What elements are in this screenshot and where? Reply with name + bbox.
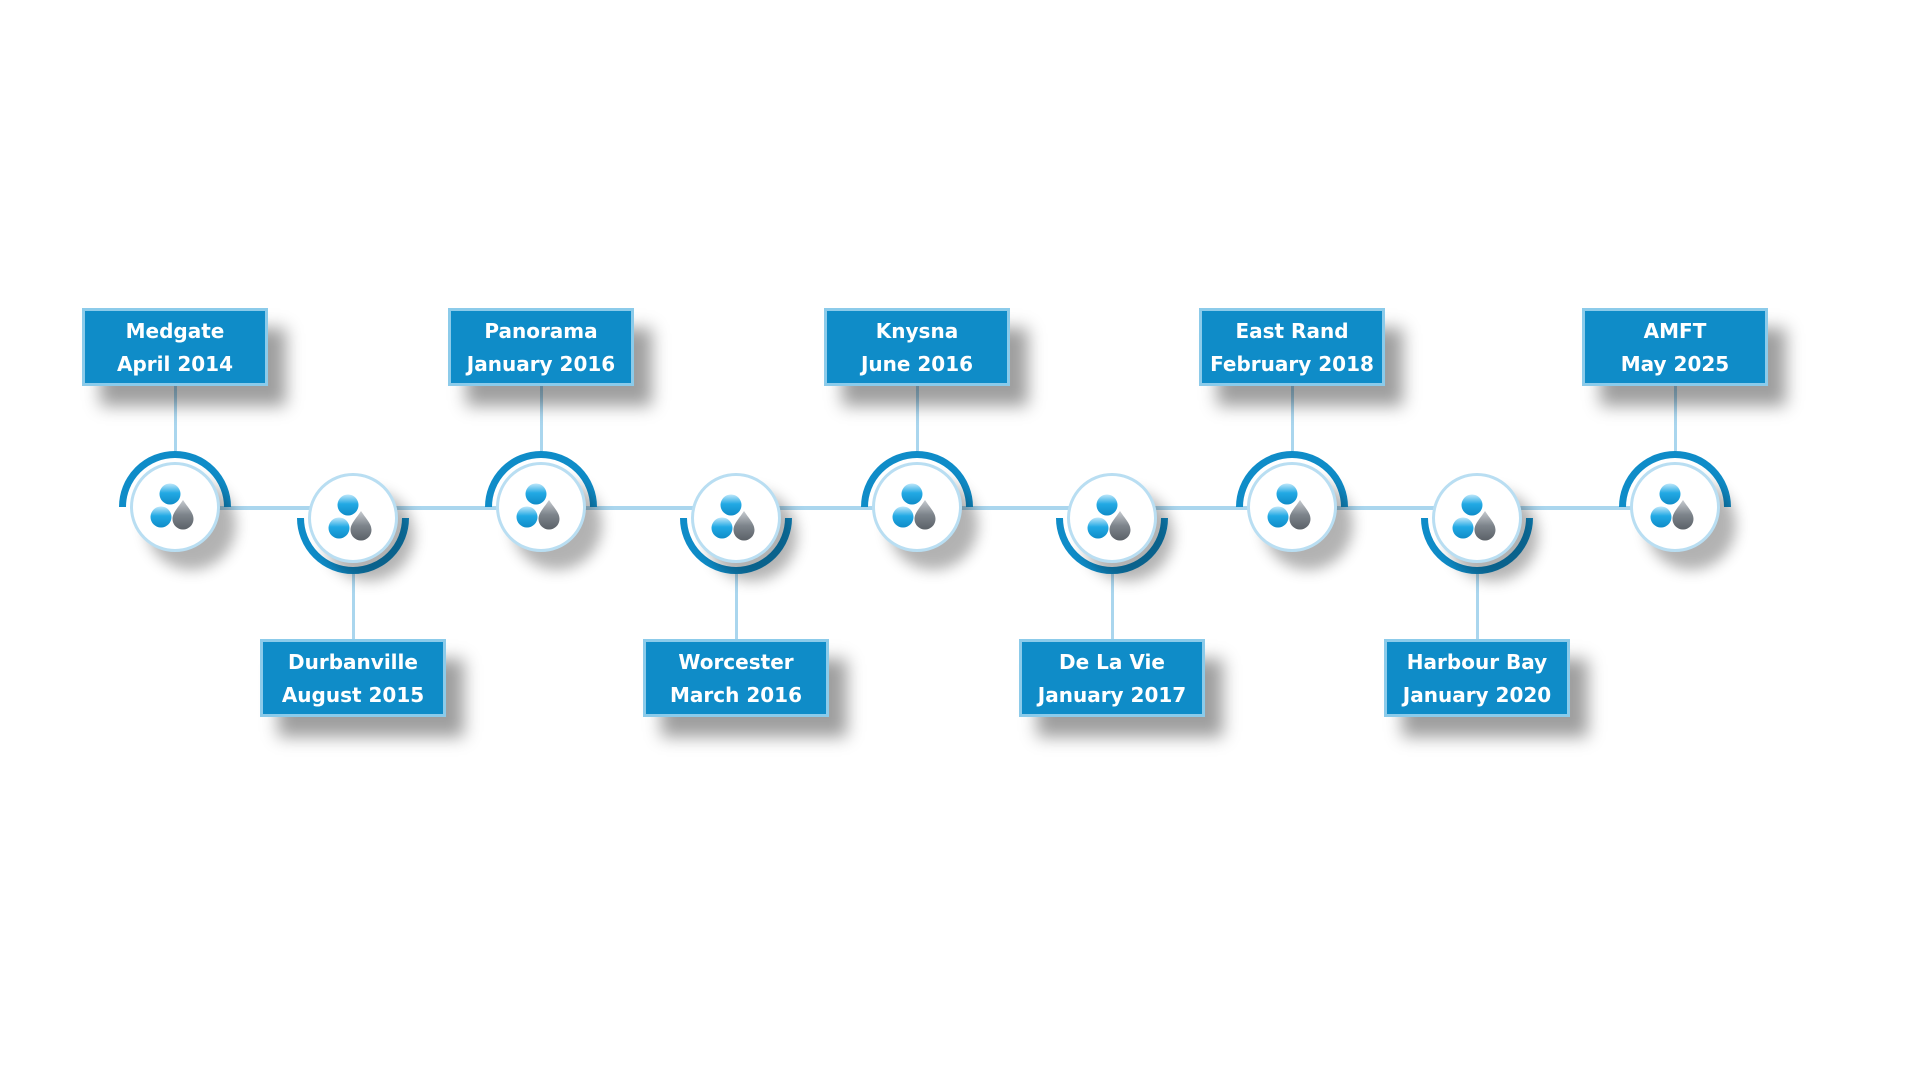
droplets-logo-icon: [516, 483, 560, 530]
milestone-connector: [915, 386, 919, 451]
milestone-name: Worcester: [678, 650, 794, 674]
milestone-date: August 2015: [281, 683, 425, 707]
milestone-date: January 2016: [466, 352, 616, 376]
logo-left-drop: [328, 517, 350, 539]
milestone-disc: [308, 473, 398, 563]
milestone-label-box: Harbour Bay January 2020: [1384, 639, 1570, 717]
droplets-logo-icon: [711, 494, 755, 541]
droplets-logo-icon: [328, 494, 372, 541]
droplets-logo-icon: [150, 483, 194, 530]
milestone-name: AMFT: [1643, 319, 1707, 343]
milestone-date: March 2016: [670, 683, 802, 707]
milestone-label-box: Medgate April 2014: [82, 308, 268, 386]
milestone-disc: [1247, 462, 1337, 552]
logo-top-drop: [1276, 483, 1298, 505]
logo-top-drop: [337, 494, 359, 516]
milestone-disc: [691, 473, 781, 563]
logo-right-drop: [1109, 511, 1131, 541]
logo-top-drop: [525, 483, 547, 505]
milestone-disc: [1432, 473, 1522, 563]
milestone-connector: [351, 574, 355, 639]
milestone-connector: [173, 386, 177, 451]
milestone-name: Knysna: [875, 319, 959, 343]
droplets-logo-icon: [1452, 494, 1496, 541]
logo-left-drop: [1650, 506, 1672, 528]
logo-top-drop: [720, 494, 742, 516]
droplets-logo-icon: [1650, 483, 1694, 530]
milestone-date: June 2016: [860, 352, 974, 376]
milestone-connector: [539, 386, 543, 451]
milestone-name: East Rand: [1235, 319, 1349, 343]
logo-right-drop: [172, 500, 194, 530]
milestone-label-box: Knysna June 2016: [824, 308, 1010, 386]
milestone-date: May 2025: [1620, 352, 1730, 376]
milestone-date: February 2018: [1210, 352, 1374, 376]
logo-top-drop: [159, 483, 181, 505]
milestone-disc: [130, 462, 220, 552]
logo-right-drop: [538, 500, 560, 530]
logo-right-drop: [1474, 511, 1496, 541]
logo-left-drop: [150, 506, 172, 528]
milestone-connector: [734, 574, 738, 639]
milestone-name: Panorama: [484, 319, 598, 343]
milestone-disc: [1630, 462, 1720, 552]
milestone-date: January 2017: [1037, 683, 1187, 707]
milestone-name: De La Vie: [1059, 650, 1165, 674]
milestone-label-box: East Rand February 2018: [1199, 308, 1385, 386]
milestone-disc: [496, 462, 586, 552]
logo-right-drop: [914, 500, 936, 530]
milestone-disc: [1067, 473, 1157, 563]
logo-top-drop: [1659, 483, 1681, 505]
logo-right-drop: [1289, 500, 1311, 530]
milestone-name: Medgate: [125, 319, 225, 343]
logo-right-drop: [350, 511, 372, 541]
milestone-name: Harbour Bay: [1406, 650, 1548, 674]
droplets-logo-icon: [892, 483, 936, 530]
logo-right-drop: [733, 511, 755, 541]
milestone-label-box: De La Vie January 2017: [1019, 639, 1205, 717]
logo-left-drop: [516, 506, 538, 528]
logo-left-drop: [892, 506, 914, 528]
milestone-name: Durbanville: [288, 650, 418, 674]
logo-top-drop: [1461, 494, 1483, 516]
droplets-logo-icon: [1087, 494, 1131, 541]
logo-top-drop: [1096, 494, 1118, 516]
milestone-connector: [1673, 386, 1677, 451]
milestone-disc: [872, 462, 962, 552]
milestone-label-box: Worcester March 2016: [643, 639, 829, 717]
logo-left-drop: [1267, 506, 1289, 528]
milestone-connector: [1475, 574, 1479, 639]
logo-left-drop: [1087, 517, 1109, 539]
milestone-label-box: Durbanville August 2015: [260, 639, 446, 717]
milestone-connector: [1110, 574, 1114, 639]
logo-top-drop: [901, 483, 923, 505]
milestone-label-box: Panorama January 2016: [448, 308, 634, 386]
milestone-label-box: AMFT May 2025: [1582, 308, 1768, 386]
logo-right-drop: [1672, 500, 1694, 530]
milestone-date: April 2014: [117, 352, 233, 376]
logo-left-drop: [1452, 517, 1474, 539]
milestone-date: January 2020: [1402, 683, 1552, 707]
milestone-connector: [1290, 386, 1294, 451]
logo-left-drop: [711, 517, 733, 539]
droplets-logo-icon: [1267, 483, 1311, 530]
